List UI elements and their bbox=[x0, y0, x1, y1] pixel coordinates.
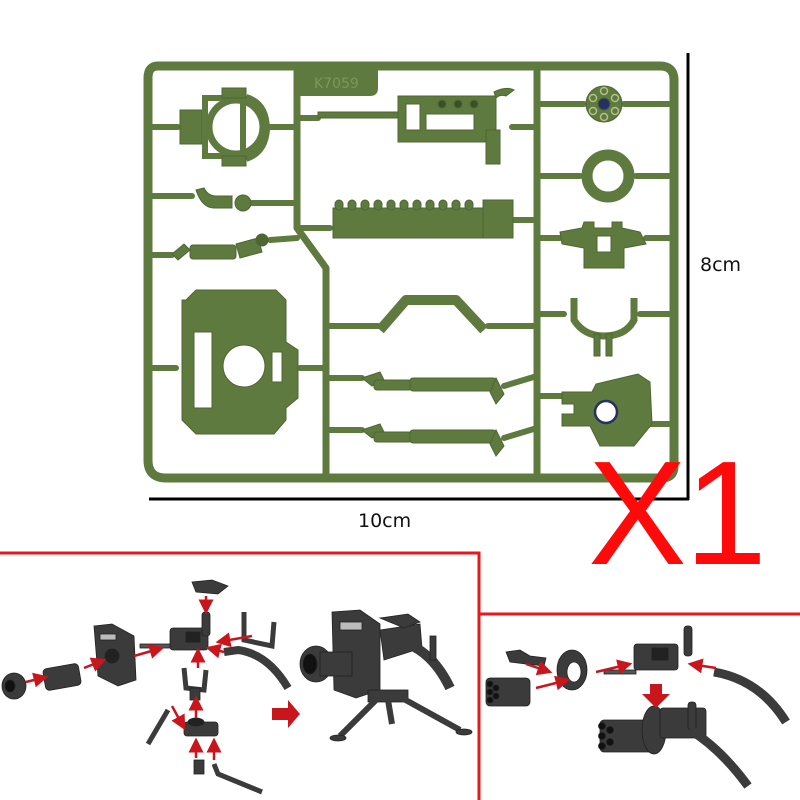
ammo-belt-part bbox=[332, 199, 514, 239]
result-arrow-down bbox=[642, 684, 670, 708]
quantity-label: X1 bbox=[588, 431, 767, 596]
assembled-tripod-gun bbox=[299, 609, 473, 742]
right-assembly-diagram bbox=[485, 625, 790, 789]
sprue-frame: K7059 bbox=[143, 53, 690, 501]
right-assembly-arrows bbox=[525, 658, 717, 691]
height-label: 8cm bbox=[700, 254, 742, 276]
left-assembly-arrows bbox=[25, 596, 253, 760]
result-arrow-right bbox=[272, 700, 300, 728]
instruction-panels bbox=[0, 540, 800, 800]
width-label: 10cm bbox=[358, 510, 412, 532]
svg-text:K7059: K7059 bbox=[314, 76, 359, 92]
sprue-code-tag: K7059 bbox=[300, 68, 378, 96]
left-assembly-diagram bbox=[1, 579, 292, 795]
